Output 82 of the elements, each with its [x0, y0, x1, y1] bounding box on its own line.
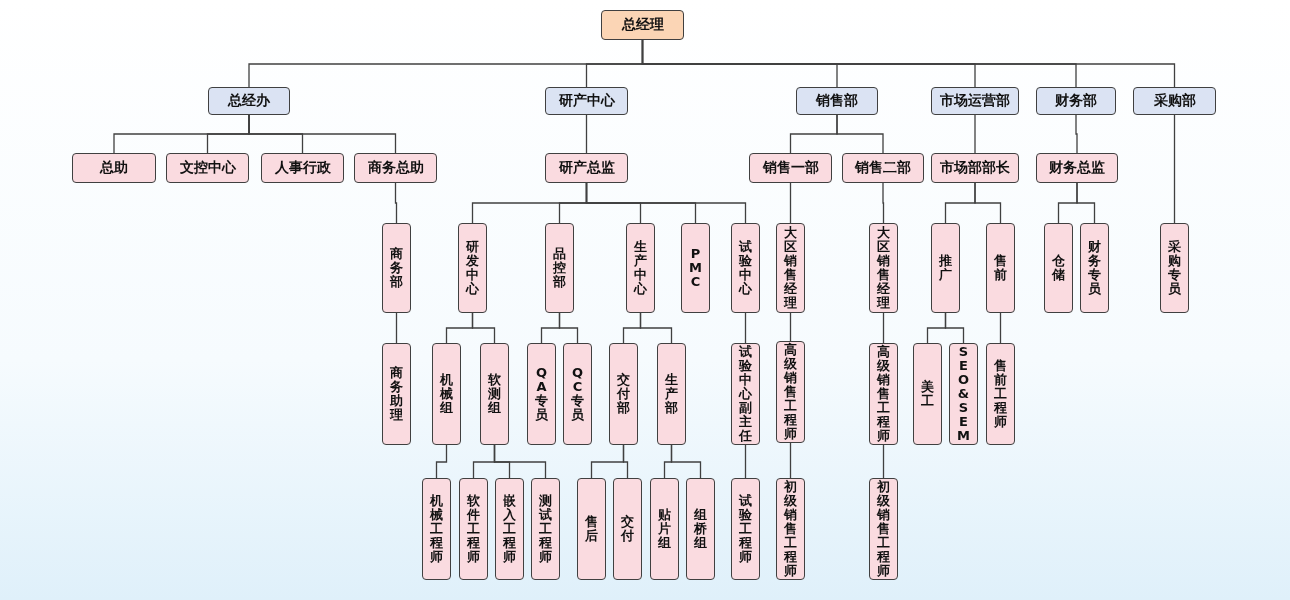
position-box: 售后	[577, 478, 606, 580]
position-box: 组桥组	[686, 478, 715, 580]
position-box: 售前工程师	[986, 343, 1015, 445]
position-box: 初级销售工程师	[869, 478, 898, 580]
connector-line	[395, 312, 398, 344]
position-box: 仓储	[1044, 223, 1073, 313]
connector-line	[944, 312, 965, 344]
connector-line	[1173, 114, 1176, 224]
connector-line	[435, 444, 448, 479]
position-box: 采购专员	[1160, 223, 1189, 313]
connector-line	[882, 444, 885, 479]
connector-line	[585, 114, 588, 154]
position-box: 人事行政	[261, 153, 344, 183]
position-box: 高级销售工程师	[869, 343, 898, 445]
connector-line	[471, 312, 496, 344]
position-box: 文控中心	[166, 153, 249, 183]
position-box: 大区销售经理	[776, 223, 805, 313]
connector-line	[622, 444, 629, 479]
connector-line	[789, 312, 792, 342]
position-box: 售前	[986, 223, 1015, 313]
department-box: 采购部	[1133, 87, 1216, 115]
connector-line	[248, 114, 397, 154]
position-box: 商务部	[382, 223, 411, 313]
connector-line	[641, 39, 1176, 88]
department-box: 市场运营部	[931, 87, 1019, 115]
position-box: PMC	[681, 223, 710, 313]
connector-line	[394, 182, 398, 224]
position-box: 财务总监	[1036, 153, 1118, 183]
connector-line	[789, 442, 792, 479]
position-box: 测试工程师	[531, 478, 560, 580]
position-box: QC专员	[563, 343, 592, 445]
position-box: 研产总监	[545, 153, 628, 183]
position-box: 销售一部	[749, 153, 832, 183]
connector-line	[670, 444, 702, 479]
position-box: 交付	[613, 478, 642, 580]
connector-line	[558, 312, 579, 344]
position-box: 试验工程师	[731, 478, 760, 580]
connector-line	[974, 114, 976, 154]
position-box: 商务助理	[382, 343, 411, 445]
position-box: 市场部部长	[931, 153, 1019, 183]
position-box: 软测组	[480, 343, 509, 445]
position-box: 品控部	[545, 223, 574, 313]
position-box: SEO&SEM	[949, 343, 978, 445]
position-box: 高级销售工程师	[776, 341, 805, 443]
position-box: 机械组	[432, 343, 461, 445]
connector-line	[882, 182, 885, 224]
position-box: 试验中心副主任	[731, 343, 760, 445]
connector-line	[1075, 114, 1078, 154]
position-box: 初级销售工程师	[776, 478, 805, 580]
position-box: QA专员	[527, 343, 556, 445]
connector-line	[1076, 182, 1096, 224]
position-box: 销售二部	[842, 153, 924, 183]
position-box: 财务专员	[1080, 223, 1109, 313]
position-box: 商务总助	[354, 153, 437, 183]
department-box: 财务部	[1036, 87, 1116, 115]
department-box: 销售部	[796, 87, 878, 115]
connector-line	[974, 182, 1002, 224]
position-box: 贴片组	[650, 478, 679, 580]
position-box: 交付部	[609, 343, 638, 445]
position-box: 研发中心	[458, 223, 487, 313]
connector-line	[882, 312, 885, 344]
connector-line	[493, 444, 547, 479]
position-box: 软件工程师	[459, 478, 488, 580]
position-box: 总助	[72, 153, 156, 183]
position-box: 生产中心	[626, 223, 655, 313]
position-box: 大区销售经理	[869, 223, 898, 313]
connector-line	[744, 444, 747, 479]
connector-line	[585, 182, 747, 224]
department-box: 研产中心	[545, 87, 628, 115]
connector-line	[744, 312, 747, 344]
connector-line	[999, 312, 1002, 344]
department-box: 总经办	[208, 87, 290, 115]
position-box: 美工	[913, 343, 942, 445]
connector-line	[789, 182, 792, 224]
position-box: 生产部	[657, 343, 686, 445]
position-box: 嵌入工程师	[495, 478, 524, 580]
position-box: 推广	[931, 223, 960, 313]
position-box: 机械工程师	[422, 478, 451, 580]
connector-line	[836, 114, 884, 154]
position-box: 总经理	[601, 10, 684, 40]
connector-line	[639, 312, 673, 344]
position-box: 试验中心	[731, 223, 760, 313]
